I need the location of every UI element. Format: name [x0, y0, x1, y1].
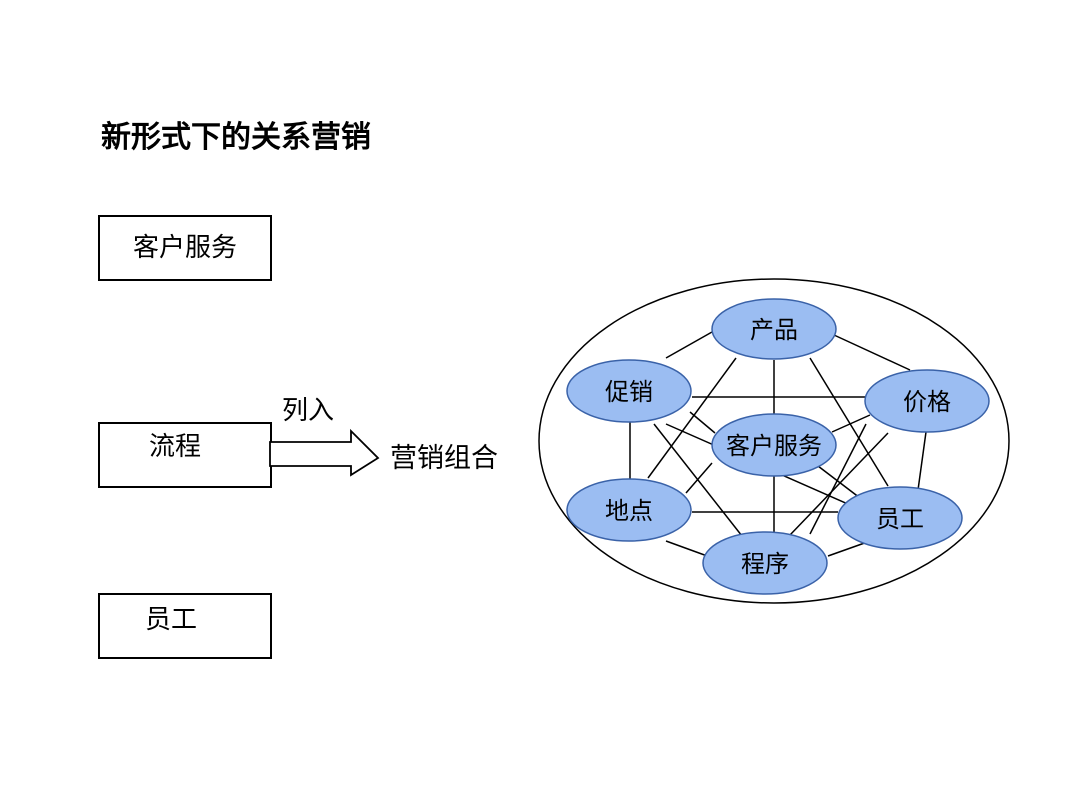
- connection-line: [817, 465, 861, 499]
- node-process: 程序: [702, 531, 828, 595]
- node-price-label: 价格: [903, 388, 951, 416]
- staff-box-label: 员工: [144, 605, 197, 635]
- connection-line: [831, 414, 871, 433]
- connection-line: [809, 423, 867, 535]
- customer-service-box-label: 客户服务: [132, 233, 237, 263]
- node-staff: 员工: [837, 486, 963, 550]
- node-center-label: 客户服务: [726, 432, 822, 460]
- staff-box: 员工: [98, 593, 272, 659]
- node-product-label: 产品: [750, 316, 798, 344]
- network-nodes: 产品 促销 价格 客户服务 地点 员工: [566, 298, 990, 595]
- connection-line: [653, 423, 743, 537]
- connection-line: [833, 334, 911, 371]
- connection-line: [647, 357, 737, 479]
- node-promotion: 促销: [566, 359, 692, 423]
- node-place-label: 地点: [605, 497, 653, 525]
- node-product: 产品: [711, 298, 837, 360]
- node-place: 地点: [566, 478, 692, 542]
- node-promotion-label: 促销: [605, 378, 653, 406]
- network-connections: [629, 331, 927, 558]
- connection-line: [809, 357, 889, 487]
- connection-line: [665, 331, 713, 359]
- process-box-label: 流程: [148, 432, 201, 462]
- connection-line: [917, 431, 927, 491]
- arrow-label: 列入: [282, 396, 335, 426]
- block-arrow: [269, 428, 380, 477]
- node-center: 客户服务: [711, 413, 837, 477]
- arrow-target-label: 营销组合: [390, 443, 498, 474]
- connection-line: [685, 462, 713, 494]
- customer-service-box: 客户服务: [98, 215, 272, 281]
- node-price: 价格: [864, 369, 990, 433]
- page-title: 新形式下的关系营销: [101, 120, 371, 155]
- node-staff-label: 员工: [876, 505, 924, 533]
- node-process-label: 程序: [741, 550, 789, 578]
- connection-line: [789, 432, 889, 536]
- connection-line: [665, 540, 711, 558]
